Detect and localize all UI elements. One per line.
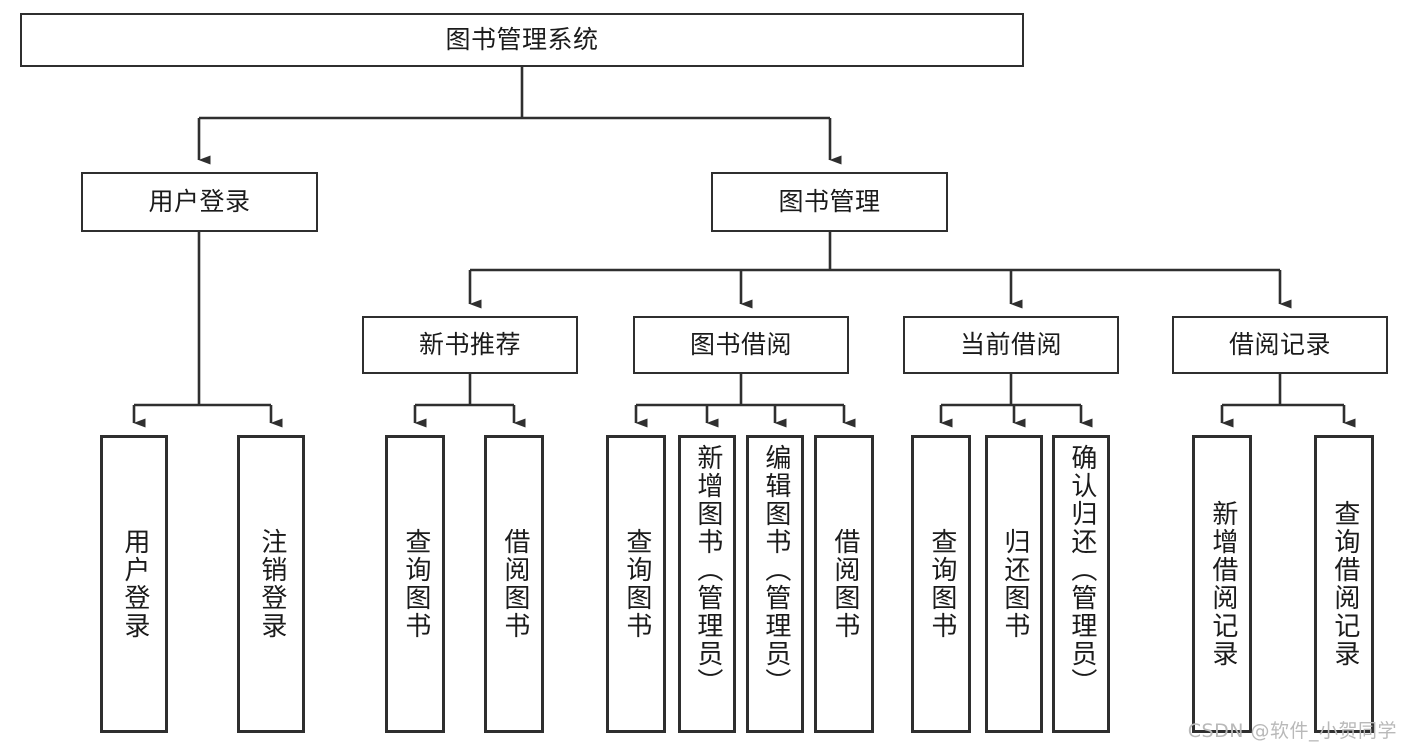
node-leaf-query-book-current[interactable]: 查询图书 — [911, 435, 971, 733]
node-user-login[interactable]: 用户登录 — [81, 172, 318, 232]
node-leaf-query-book-recommend[interactable]: 查询图书 — [385, 435, 445, 733]
node-leaf-edit-book-admin[interactable]: 编辑图书（管理员） — [746, 435, 804, 733]
node-label: 图书管理系统 — [445, 25, 599, 55]
node-leaf-logout[interactable]: 注销登录 — [237, 435, 305, 733]
node-label: 注销登录 — [256, 528, 287, 640]
node-label: 新增借阅记录 — [1207, 500, 1238, 668]
watermark-csdn: CSDN @软件_小贺同学 — [1187, 720, 1397, 742]
node-label: 图书管理 — [778, 187, 881, 217]
node-book-borrow[interactable]: 图书借阅 — [633, 316, 849, 374]
node-label: 借阅图书 — [829, 528, 860, 640]
node-leaf-add-borrow-record[interactable]: 新增借阅记录 — [1192, 435, 1252, 733]
node-label: 归还图书 — [999, 528, 1030, 640]
node-label: 用户登录 — [119, 528, 150, 640]
node-label: 借阅记录 — [1228, 330, 1331, 360]
node-label: 新增图书（管理员） — [692, 444, 723, 696]
node-leaf-add-book-admin[interactable]: 新增图书（管理员） — [678, 435, 736, 733]
node-label: 查询图书 — [400, 528, 431, 640]
node-borrow-record[interactable]: 借阅记录 — [1172, 316, 1388, 374]
node-leaf-query-borrow-record[interactable]: 查询借阅记录 — [1314, 435, 1374, 733]
node-label: 新书推荐 — [418, 330, 521, 360]
node-label: 查询借阅记录 — [1329, 500, 1360, 668]
node-label: 用户登录 — [148, 187, 251, 217]
node-label: 当前借阅 — [959, 330, 1062, 360]
node-root-system[interactable]: 图书管理系统 — [20, 13, 1024, 67]
node-book-management[interactable]: 图书管理 — [711, 172, 948, 232]
node-leaf-borrow-book[interactable]: 借阅图书 — [814, 435, 874, 733]
node-leaf-query-book-borrow[interactable]: 查询图书 — [606, 435, 666, 733]
node-label: 查询图书 — [621, 528, 652, 640]
node-new-book-recommend[interactable]: 新书推荐 — [362, 316, 578, 374]
node-leaf-user-login[interactable]: 用户登录 — [100, 435, 168, 733]
node-label: 查询图书 — [926, 528, 957, 640]
node-label: 确认归还（管理员） — [1066, 444, 1097, 696]
node-leaf-return-book[interactable]: 归还图书 — [985, 435, 1043, 733]
node-label: 借阅图书 — [499, 528, 530, 640]
node-leaf-borrow-book-recommend[interactable]: 借阅图书 — [484, 435, 544, 733]
node-label: 编辑图书（管理员） — [760, 444, 791, 696]
node-label: 图书借阅 — [689, 330, 792, 360]
node-current-borrow[interactable]: 当前借阅 — [903, 316, 1119, 374]
node-leaf-confirm-return-admin[interactable]: 确认归还（管理员） — [1052, 435, 1110, 733]
